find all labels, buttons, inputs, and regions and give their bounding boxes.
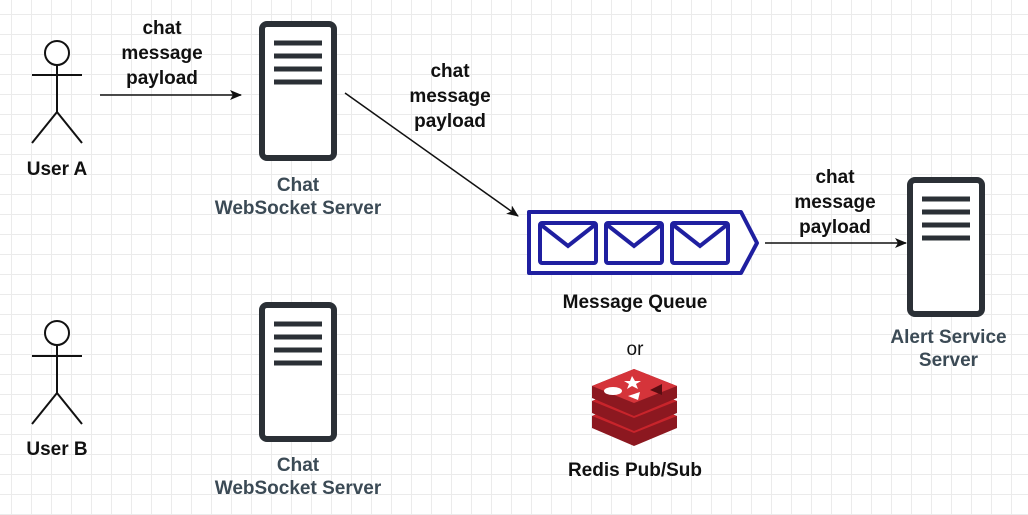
edge-label-line: message [794,192,876,213]
user-b-label: User B [26,439,88,460]
or-label: or [626,339,644,360]
message-queue-label: Message Queue [562,292,708,313]
alert-server-label-line1: Alert Service [890,327,1007,348]
edge-label-line: payload [126,68,198,89]
edge-label-line: payload [799,217,871,238]
redis-label: Redis Pub/Sub [567,460,703,481]
ws-server-2-icon [259,302,337,442]
alert-server-label-line2: Server [918,349,979,371]
edge-label-line: message [409,86,491,107]
edge-label-line: chat [815,167,855,188]
alert-server-label: Alert Service Server [856,327,1028,373]
edge-label-line: chat [430,61,470,82]
ws-server-2-label: Chat WebSocket Server [188,455,408,501]
ws-server-1-label-line1: Chat [276,175,320,196]
edge-label-usera-to-server: chat message payload [102,16,222,91]
ws-server-1-label-line2: WebSocket Server [214,197,382,219]
alert-server-icon [907,177,985,317]
edge-label-queue-to-alert: chat message payload [775,165,895,240]
edge-label-server-to-queue: chat message payload [390,59,510,134]
ws-server-1-icon [259,21,337,161]
user-a-label: User A [26,159,88,180]
edge-label-line: payload [414,111,486,132]
envelope-icon [670,221,730,265]
redis-icon [592,369,677,446]
user-a-figure [31,40,83,144]
user-b-figure [31,320,83,425]
envelope-icon [538,221,598,265]
ws-server-2-label-line1: Chat [276,455,320,476]
edge-label-line: chat [142,18,182,39]
edge-label-line: message [121,43,203,64]
message-queue-icon [527,210,759,275]
ws-server-1-label: Chat WebSocket Server [188,175,408,221]
envelope-icon [604,221,664,265]
ws-server-2-label-line2: WebSocket Server [214,477,382,499]
edge-server-to-queue [344,92,519,217]
